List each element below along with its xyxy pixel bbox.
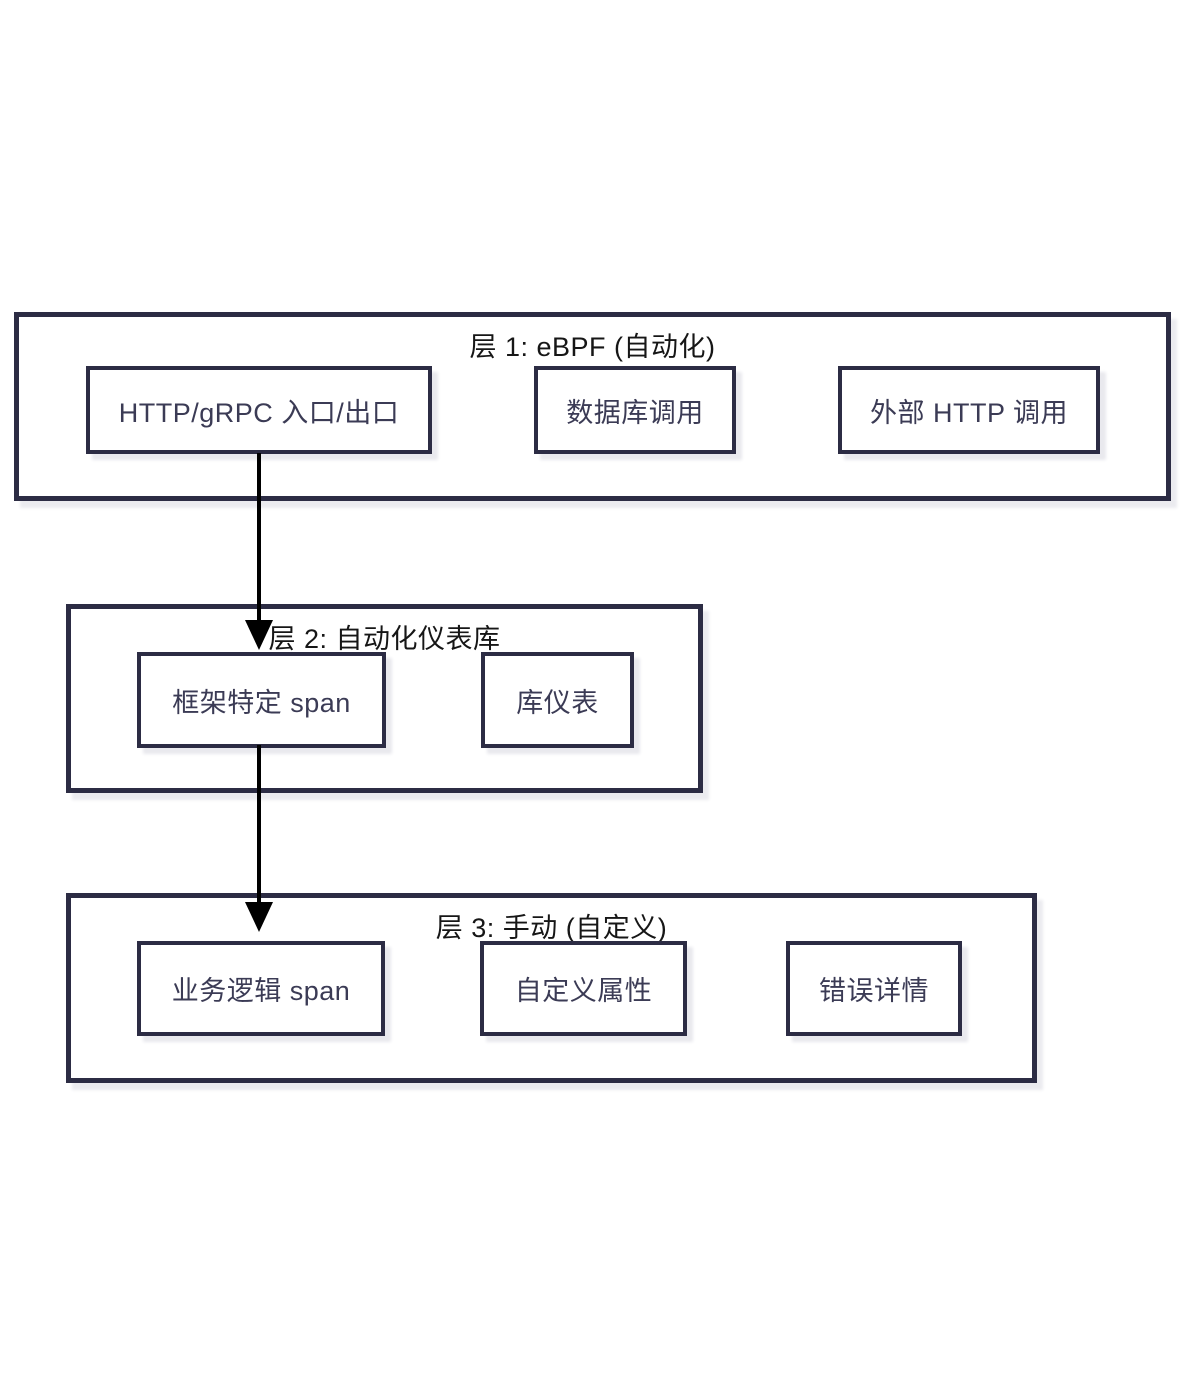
- layer-1-title: 层 1: eBPF (自动化): [469, 332, 716, 362]
- layer-1-container: 层 1: eBPF (自动化) HTTP/gRPC 入口/出口 数据库调用 外部…: [14, 312, 1171, 501]
- node-business-logic-span: 业务逻辑 span: [137, 941, 385, 1036]
- layer-2-container: 层 2: 自动化仪表库 框架特定 span 库仪表: [66, 604, 703, 793]
- node-error-details: 错误详情: [786, 941, 962, 1036]
- node-library-instrumentation: 库仪表: [481, 652, 634, 748]
- node-framework-specific-span: 框架特定 span: [137, 652, 386, 748]
- node-http-grpc-in-out: HTTP/gRPC 入口/出口: [86, 366, 432, 454]
- node-external-http-calls: 外部 HTTP 调用: [838, 366, 1100, 454]
- node-database-calls: 数据库调用: [534, 366, 736, 454]
- layer-3-title: 层 3: 手动 (自定义): [435, 913, 668, 943]
- layer-3-container: 层 3: 手动 (自定义) 业务逻辑 span 自定义属性 错误详情: [66, 893, 1037, 1083]
- node-custom-attributes: 自定义属性: [480, 941, 687, 1036]
- layer-2-title: 层 2: 自动化仪表库: [268, 624, 501, 654]
